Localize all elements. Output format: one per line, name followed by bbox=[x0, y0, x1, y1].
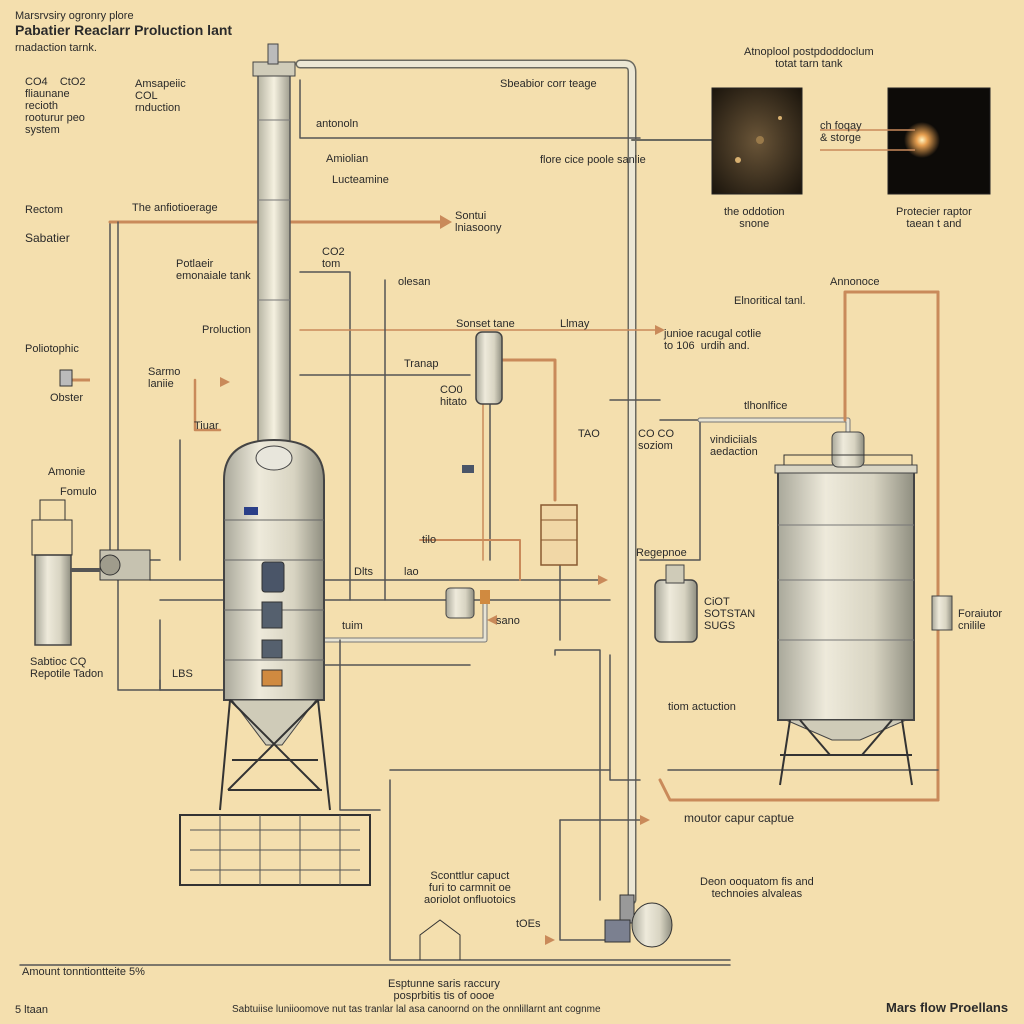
label-cosed: Sontui lniasoony bbox=[455, 210, 502, 234]
footer-bottom-center: Esptunne saris raccury posprbitis tis of… bbox=[388, 978, 500, 1002]
center-separators bbox=[445, 331, 698, 643]
bottom-pump bbox=[419, 894, 673, 960]
storage-tank bbox=[774, 431, 953, 786]
label-fomulo: Fomulo bbox=[60, 486, 97, 498]
left-tank-skid bbox=[31, 369, 151, 646]
label-ch-fagay: ch foqay & storge bbox=[820, 120, 862, 144]
label-proluction: Proluction bbox=[202, 324, 251, 336]
label-sepannage: The anfiotioerage bbox=[132, 202, 218, 214]
label-flare: flore cice poole sanlie bbox=[540, 154, 646, 166]
flow-arrows bbox=[220, 215, 665, 945]
surface-sample-photo bbox=[711, 87, 803, 195]
header-line1: Marsrvsiry ogronry plore bbox=[15, 10, 134, 22]
label-antonoln: antonoln bbox=[316, 118, 359, 130]
sabatier-reactor-column bbox=[179, 43, 371, 886]
label-reactor: Rectom bbox=[25, 204, 63, 216]
footer-bottom-note: Sabtuiise luniioomove nut tas tranlar la… bbox=[232, 1004, 601, 1015]
label-protecier: Protecier raptor taean t and bbox=[896, 206, 972, 230]
label-tuim: tuim bbox=[342, 620, 363, 632]
page-title: Pabatier Reaclarr Proluction lant bbox=[15, 22, 233, 38]
label-separator: Sbeabior corr teage bbox=[500, 78, 597, 90]
label-odation: the oddotion snone bbox=[724, 206, 785, 230]
label-co2-system: CO4 CtO2 fliaunane recioth rooturur peo … bbox=[25, 76, 86, 136]
label-regepnoe: Regepnoe bbox=[636, 547, 687, 559]
label-sano: sano bbox=[496, 615, 520, 627]
footer-left-note2: 5 ltaan bbox=[15, 1004, 49, 1016]
label-scenthur: Sconttlur capuct furi to carmnit oe aori… bbox=[424, 870, 516, 906]
label-cot-sotsan: CiOT SOTSTAN SUGS bbox=[704, 596, 756, 632]
label-foralutor: Foraiutor cnilile bbox=[958, 608, 1003, 632]
label-mouter-capue: moutor capur captue bbox=[684, 811, 795, 825]
label-amonie: Amonie bbox=[48, 466, 86, 478]
label-tranap: Tranap bbox=[404, 358, 439, 370]
label-annonoce: Annonoce bbox=[830, 276, 880, 288]
label-photo: Poliotophic bbox=[25, 343, 79, 355]
label-tiuar: Tiuar bbox=[194, 420, 219, 432]
label-co-soziom: CO CO soziom bbox=[638, 428, 675, 452]
footer-left-note: Amount tonntiontteite 5% bbox=[22, 966, 145, 978]
label-amspeiic: Amsapeiic COL rnduction bbox=[135, 78, 186, 114]
label-tiom-auction: tiom actuction bbox=[668, 701, 736, 713]
label-dlts: Dlts bbox=[354, 566, 373, 578]
label-co2-tom: CO2 tom bbox=[322, 246, 345, 270]
label-sabtioc: Sabtioc CQ Repotile Tadon bbox=[30, 656, 104, 680]
label-atmospheric: Atnoplool postpdoddoclum totat tarn tank bbox=[744, 46, 874, 70]
label-vindicials: vindiciials aedaction bbox=[710, 434, 758, 458]
label-lbs: LBS bbox=[172, 668, 193, 680]
label-tilo: tilo bbox=[422, 534, 437, 546]
label-olesan: olesan bbox=[398, 276, 431, 288]
label-samo-lante: Sarmo laniie bbox=[148, 366, 181, 390]
label-lao: lao bbox=[404, 566, 419, 578]
label-lucteamine: Lucteamine bbox=[332, 174, 389, 186]
label-obster: Obster bbox=[50, 392, 84, 404]
label-deon-equation: Deon ooquatom fis and technoies alvaleas bbox=[700, 876, 814, 900]
label-sonset: Sonset tane bbox=[456, 318, 515, 330]
glow-sample-photo bbox=[820, 87, 991, 195]
label-antiolian: Amiolian bbox=[326, 153, 369, 165]
label-ta-ae: tOEs bbox=[516, 918, 541, 930]
label-jenlot: junioe racugal cotlie to 106 urdih and. bbox=[664, 328, 762, 352]
label-llmay: Llmay bbox=[560, 318, 590, 330]
label-co0-hitato: CO0 hitato bbox=[440, 384, 467, 408]
label-elnoritical: Elnoritical tanl. bbox=[734, 295, 806, 307]
label-tao: TAO bbox=[578, 428, 600, 440]
header-line3: rnadaction tarnk. bbox=[15, 42, 97, 54]
label-themlfice: tlhonlfice bbox=[744, 400, 788, 412]
label-potlaeir: Potlaeir emonaiale tank bbox=[176, 258, 251, 282]
label-sabatier: Sabatier bbox=[25, 231, 70, 245]
footer-brand: Mars flow Proellans bbox=[886, 1000, 1009, 1015]
